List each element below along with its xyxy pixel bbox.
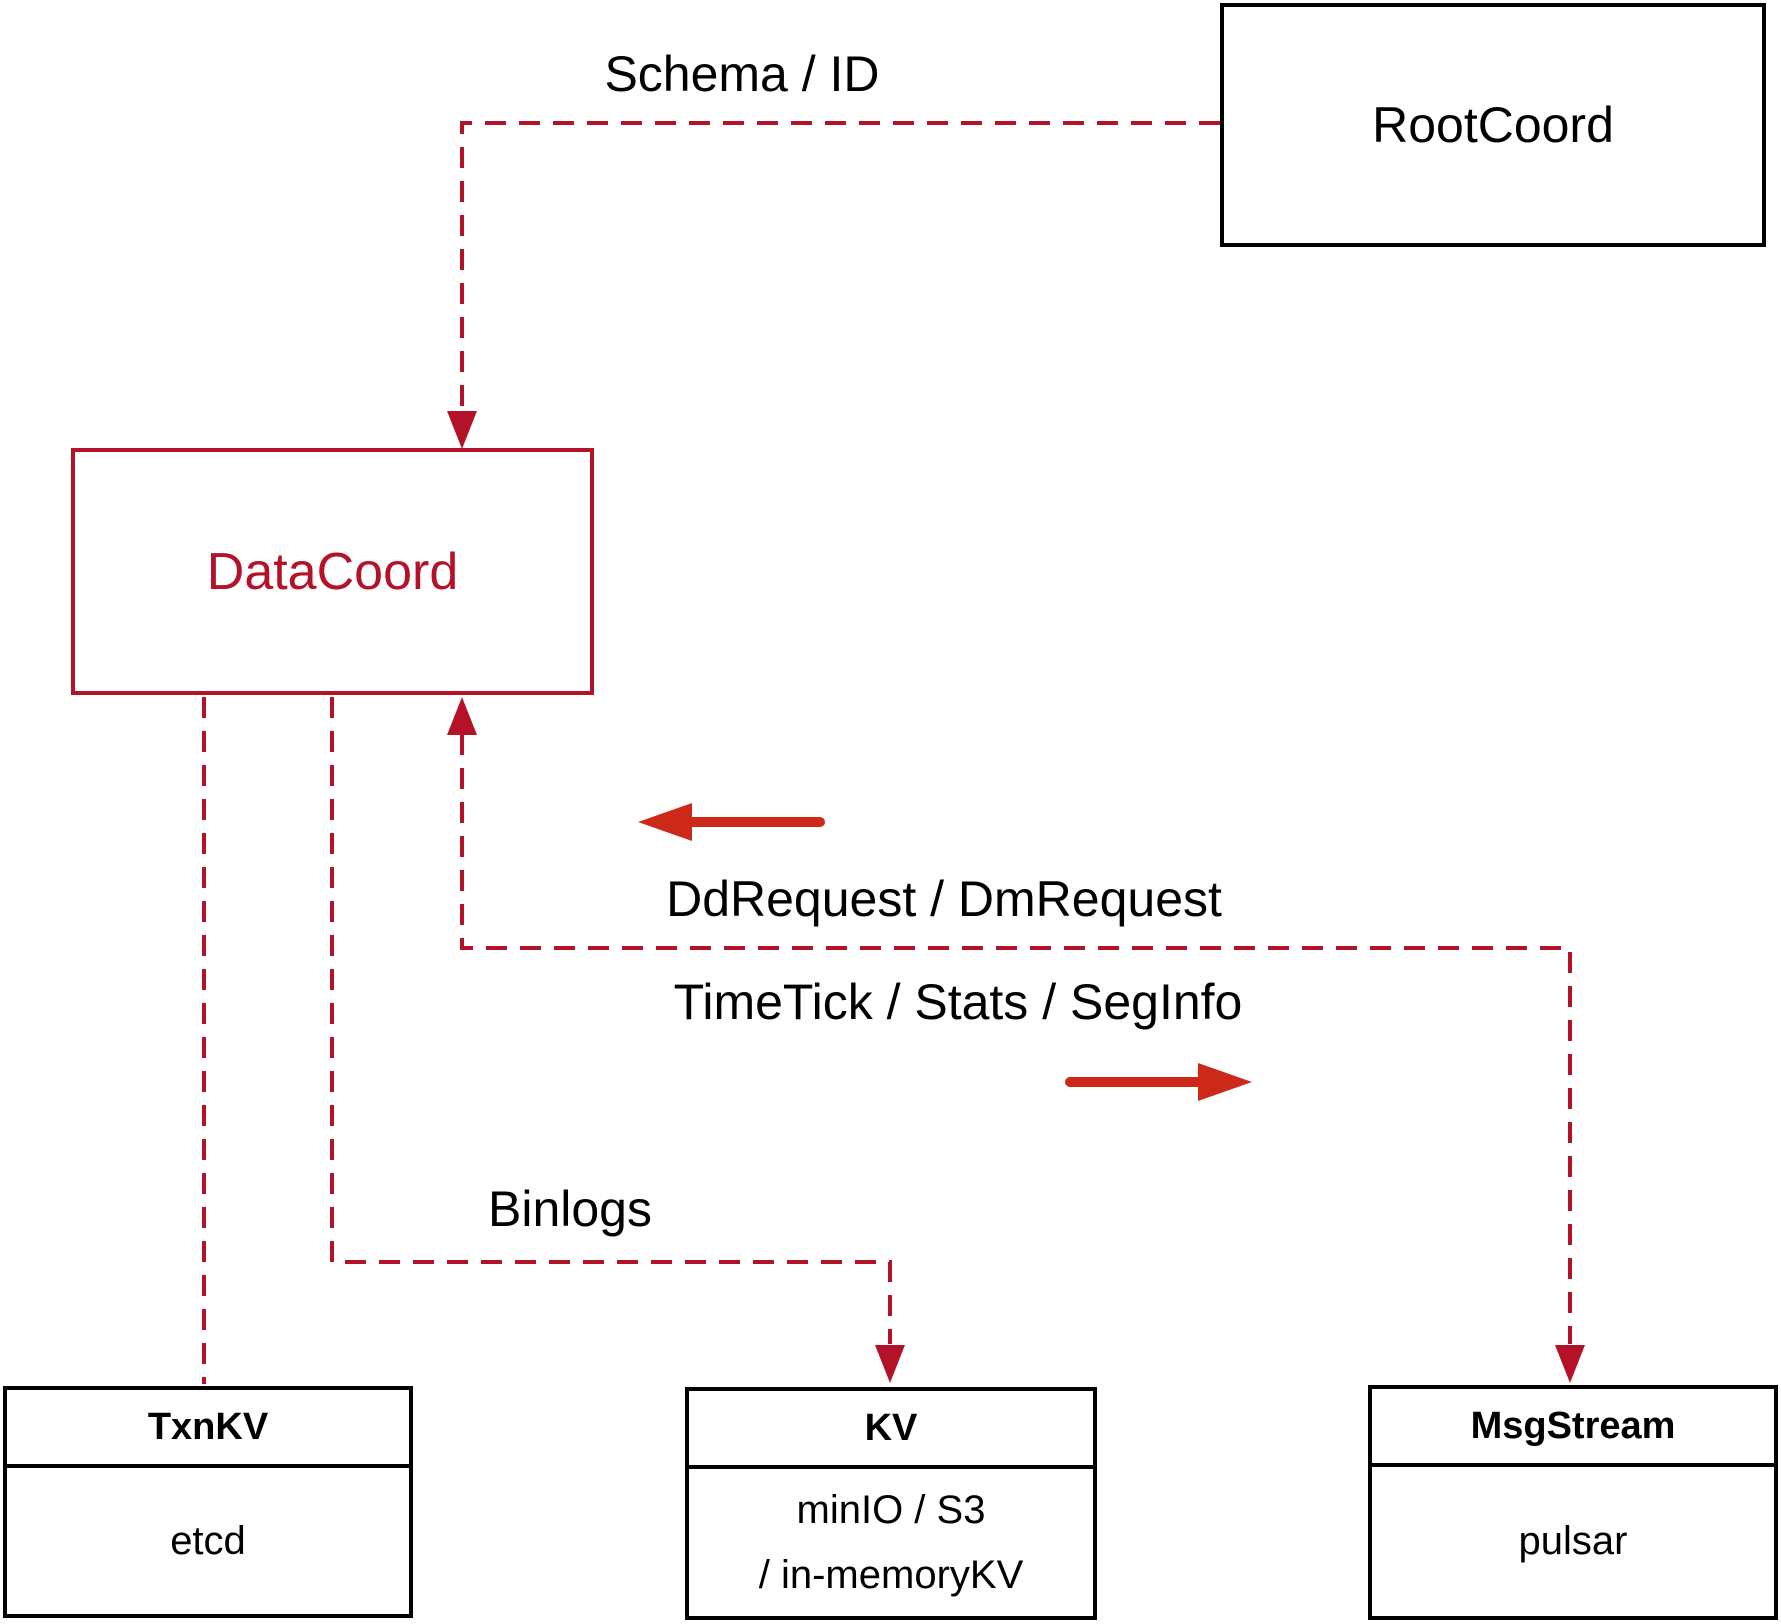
binlogs-connector-line (330, 697, 892, 1344)
kv-body: minIO / S3 / in-memoryKV (689, 1469, 1093, 1616)
schema-id-edge-label: Schema / ID (604, 46, 880, 102)
rootcoord-label: RootCoord (1372, 97, 1614, 153)
kv-node: KV minIO / S3 / in-memoryKV (685, 1387, 1097, 1620)
txnkv-body: etcd (7, 1468, 409, 1614)
schema-id-connector-line (460, 121, 1220, 437)
txnkv-body-text: etcd (170, 1518, 246, 1563)
msgstream-title: MsgStream (1372, 1389, 1774, 1467)
datacoord-node: DataCoord (71, 448, 594, 695)
dd-request-direction-left-arrow-icon (638, 803, 825, 841)
kv-arrowhead-down-icon (875, 1345, 905, 1383)
kv-body-line1: minIO / S3 (796, 1487, 986, 1532)
msgstream-body-text: pulsar (1518, 1519, 1628, 1564)
time-tick-edge-label: TimeTick / Stats / SegInfo (673, 974, 1243, 1030)
schema-id-arrowhead-down-icon (447, 411, 477, 449)
msgstream-datacoord-connector-line (460, 734, 1572, 1344)
msgstream-node: MsgStream pulsar (1368, 1385, 1778, 1620)
kv-title: KV (689, 1391, 1093, 1469)
msgstream-arrowhead-down-icon (1555, 1345, 1585, 1383)
time-tick-direction-right-arrow-icon (1065, 1063, 1252, 1101)
datacoord-label: DataCoord (206, 542, 459, 601)
msgstream-body: pulsar (1372, 1467, 1774, 1616)
rootcoord-node: RootCoord (1220, 3, 1766, 247)
txnkv-node: TxnKV etcd (3, 1386, 413, 1618)
txnkv-title: TxnKV (7, 1390, 409, 1468)
kv-body-line2: / in-memoryKV (758, 1552, 1024, 1597)
datacoord-arrowhead-up-icon (447, 697, 477, 735)
binlogs-edge-label: Binlogs (488, 1181, 652, 1237)
dd-request-edge-label: DdRequest / DmRequest (666, 871, 1222, 927)
